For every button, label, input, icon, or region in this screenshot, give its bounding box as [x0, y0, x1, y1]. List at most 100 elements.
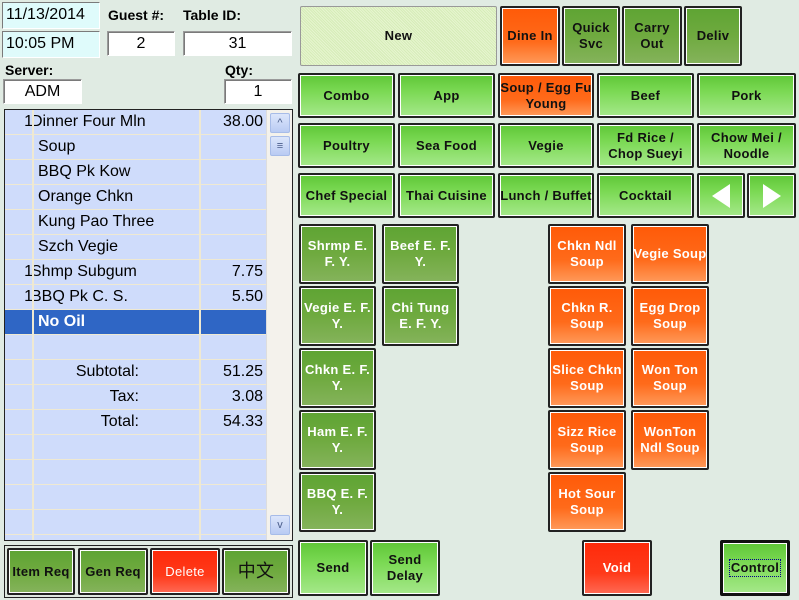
chinese-language-button[interactable]: 中文	[222, 548, 290, 595]
menu-item-label: Chkn Ndl Soup	[557, 238, 617, 269]
category-label: Cocktail	[619, 187, 672, 203]
item-price: 7.75	[231, 263, 263, 280]
delete-label: Delete	[165, 563, 205, 579]
item-price: 5.50	[231, 288, 263, 305]
carry-out-label: Carry Out	[634, 20, 670, 51]
column-divider	[32, 110, 34, 540]
menu-item-chkn-ndl-soup[interactable]: Chkn Ndl Soup	[548, 224, 626, 284]
menu-item-label: Beef E. F. Y.	[390, 238, 451, 269]
table-id-field[interactable]: 31	[183, 31, 292, 56]
order-row	[5, 435, 266, 460]
category-next-page-button[interactable]	[747, 173, 796, 218]
general-request-button[interactable]: Gen Req	[78, 548, 148, 595]
item-name: No Oil	[38, 313, 86, 330]
category-pork[interactable]: Pork	[697, 73, 796, 118]
order-row[interactable]	[5, 335, 266, 360]
category-chef-special[interactable]: Chef Special	[298, 173, 395, 218]
item-name: Shmp Subgum	[31, 263, 137, 280]
scroll-up-icon[interactable]: ^	[270, 113, 290, 133]
item-name: Soup	[38, 138, 76, 155]
delete-button[interactable]: Delete	[150, 548, 220, 595]
menu-item-label: Hot Sour Soup	[558, 486, 616, 517]
chinese-label: 中文	[237, 560, 275, 582]
send-delay-label: Send Delay	[386, 552, 424, 583]
void-button[interactable]: Void	[582, 540, 652, 596]
order-type-quick-svc[interactable]: Quick Svc	[562, 6, 620, 66]
menu-item-label: Sizz Rice Soup	[557, 424, 617, 455]
menu-item-ham-efy[interactable]: Ham E. F. Y.	[299, 410, 376, 470]
qty-field[interactable]: 1	[224, 79, 292, 104]
category-beef[interactable]: Beef	[597, 73, 694, 118]
category-label: Thai Cuisine	[406, 187, 487, 203]
menu-item-label: Vegie Soup	[633, 246, 707, 261]
category-fried-rice-chop-suey[interactable]: Fd Rice / Chop Sueyi	[597, 123, 694, 168]
category-soup-egg-fu-young[interactable]: Soup / Egg Fu Young	[498, 73, 594, 118]
menu-item-shrimp-efy[interactable]: Shrmp E. F. Y.	[299, 224, 376, 284]
menu-item-chkn-efy[interactable]: Chkn E. F. Y.	[299, 348, 376, 408]
category-label: Poultry	[323, 137, 370, 153]
order-row[interactable]: Kung Pao Three	[5, 210, 266, 235]
category-poultry[interactable]: Poultry	[298, 123, 395, 168]
category-lunch-buffet[interactable]: Lunch / Buffet	[498, 173, 594, 218]
menu-item-vegie-efy[interactable]: Vegie E. F. Y.	[299, 286, 376, 346]
menu-item-slice-chkn-soup[interactable]: Slice Chkn Soup	[548, 348, 626, 408]
guest-count-field[interactable]: 2	[107, 31, 175, 56]
category-sea-food[interactable]: Sea Food	[398, 123, 495, 168]
category-app[interactable]: App	[398, 73, 495, 118]
order-row[interactable]: Szch Vegie	[5, 235, 266, 260]
delivery-label: Deliv	[696, 28, 730, 43]
menu-item-label: BBQ E. F. Y.	[306, 486, 369, 517]
menu-item-hot-sour-soup[interactable]: Hot Sour Soup	[548, 472, 626, 532]
category-thai-cuisine[interactable]: Thai Cuisine	[398, 173, 495, 218]
item-qty: 1	[24, 288, 33, 305]
scroll-thumb-icon[interactable]: ≡	[270, 136, 290, 156]
menu-item-chkn-r-soup[interactable]: Chkn R. Soup	[548, 286, 626, 346]
order-row[interactable]: Orange Chkn	[5, 185, 266, 210]
order-row-selected[interactable]: No Oil	[5, 310, 266, 335]
order-type-carry-out[interactable]: Carry Out	[622, 6, 682, 66]
scroll-down-icon[interactable]: v	[270, 515, 290, 535]
category-cocktail[interactable]: Cocktail	[597, 173, 694, 218]
menu-item-bbq-efy[interactable]: BBQ E. F. Y.	[299, 472, 376, 532]
order-row	[5, 510, 266, 535]
item-name: Szch Vegie	[38, 238, 119, 255]
total-row: Total:54.33	[5, 410, 266, 435]
item-request-label: Item Req	[12, 563, 70, 579]
item-request-button[interactable]: Item Req	[7, 548, 75, 595]
menu-item-label: Ham E. F. Y.	[307, 424, 368, 455]
item-qty: 1	[24, 113, 33, 130]
menu-item-wonton-ndl-soup[interactable]: WonTon Ndl Soup	[631, 410, 709, 470]
new-order-button[interactable]: New	[300, 6, 497, 66]
order-scrollbar[interactable]: ^ ≡ v	[266, 110, 292, 540]
order-row[interactable]: BBQ Pk Kow	[5, 160, 266, 185]
order-type-dine-in[interactable]: Dine In	[500, 6, 560, 66]
category-label: Lunch / Buffet	[500, 187, 592, 203]
control-button[interactable]: Control	[720, 540, 790, 596]
category-label: Beef	[630, 87, 661, 103]
menu-item-beef-efy[interactable]: Beef E. F. Y.	[382, 224, 459, 284]
menu-item-chi-tung-efy[interactable]: Chi Tung E. F. Y.	[382, 286, 459, 346]
subtotal-value: 51.25	[222, 363, 263, 380]
menu-item-egg-drop-soup[interactable]: Egg Drop Soup	[631, 286, 709, 346]
time-field: 10:05 PM	[2, 31, 100, 58]
order-type-delivery[interactable]: Deliv	[684, 6, 742, 66]
category-combo[interactable]: Combo	[298, 73, 395, 118]
category-prev-page-button[interactable]	[697, 173, 745, 218]
send-button[interactable]: Send	[298, 540, 368, 596]
total-value: 54.33	[222, 413, 263, 430]
send-delay-button[interactable]: Send Delay	[370, 540, 440, 596]
server-field[interactable]: ADM	[3, 79, 82, 104]
menu-item-vegie-soup[interactable]: Vegie Soup	[631, 224, 709, 284]
category-chow-mein-noodle[interactable]: Chow Mei / Noodle	[697, 123, 796, 168]
category-vegie[interactable]: Vegie	[498, 123, 594, 168]
item-name: Dinner Four Mln	[31, 113, 146, 130]
menu-item-label: WonTon Ndl Soup	[640, 424, 700, 455]
menu-item-sizz-rice-soup[interactable]: Sizz Rice Soup	[548, 410, 626, 470]
menu-item-won-ton-soup[interactable]: Won Ton Soup	[631, 348, 709, 408]
order-row[interactable]: Soup	[5, 135, 266, 160]
menu-item-label: Chkn E. F. Y.	[304, 362, 371, 393]
